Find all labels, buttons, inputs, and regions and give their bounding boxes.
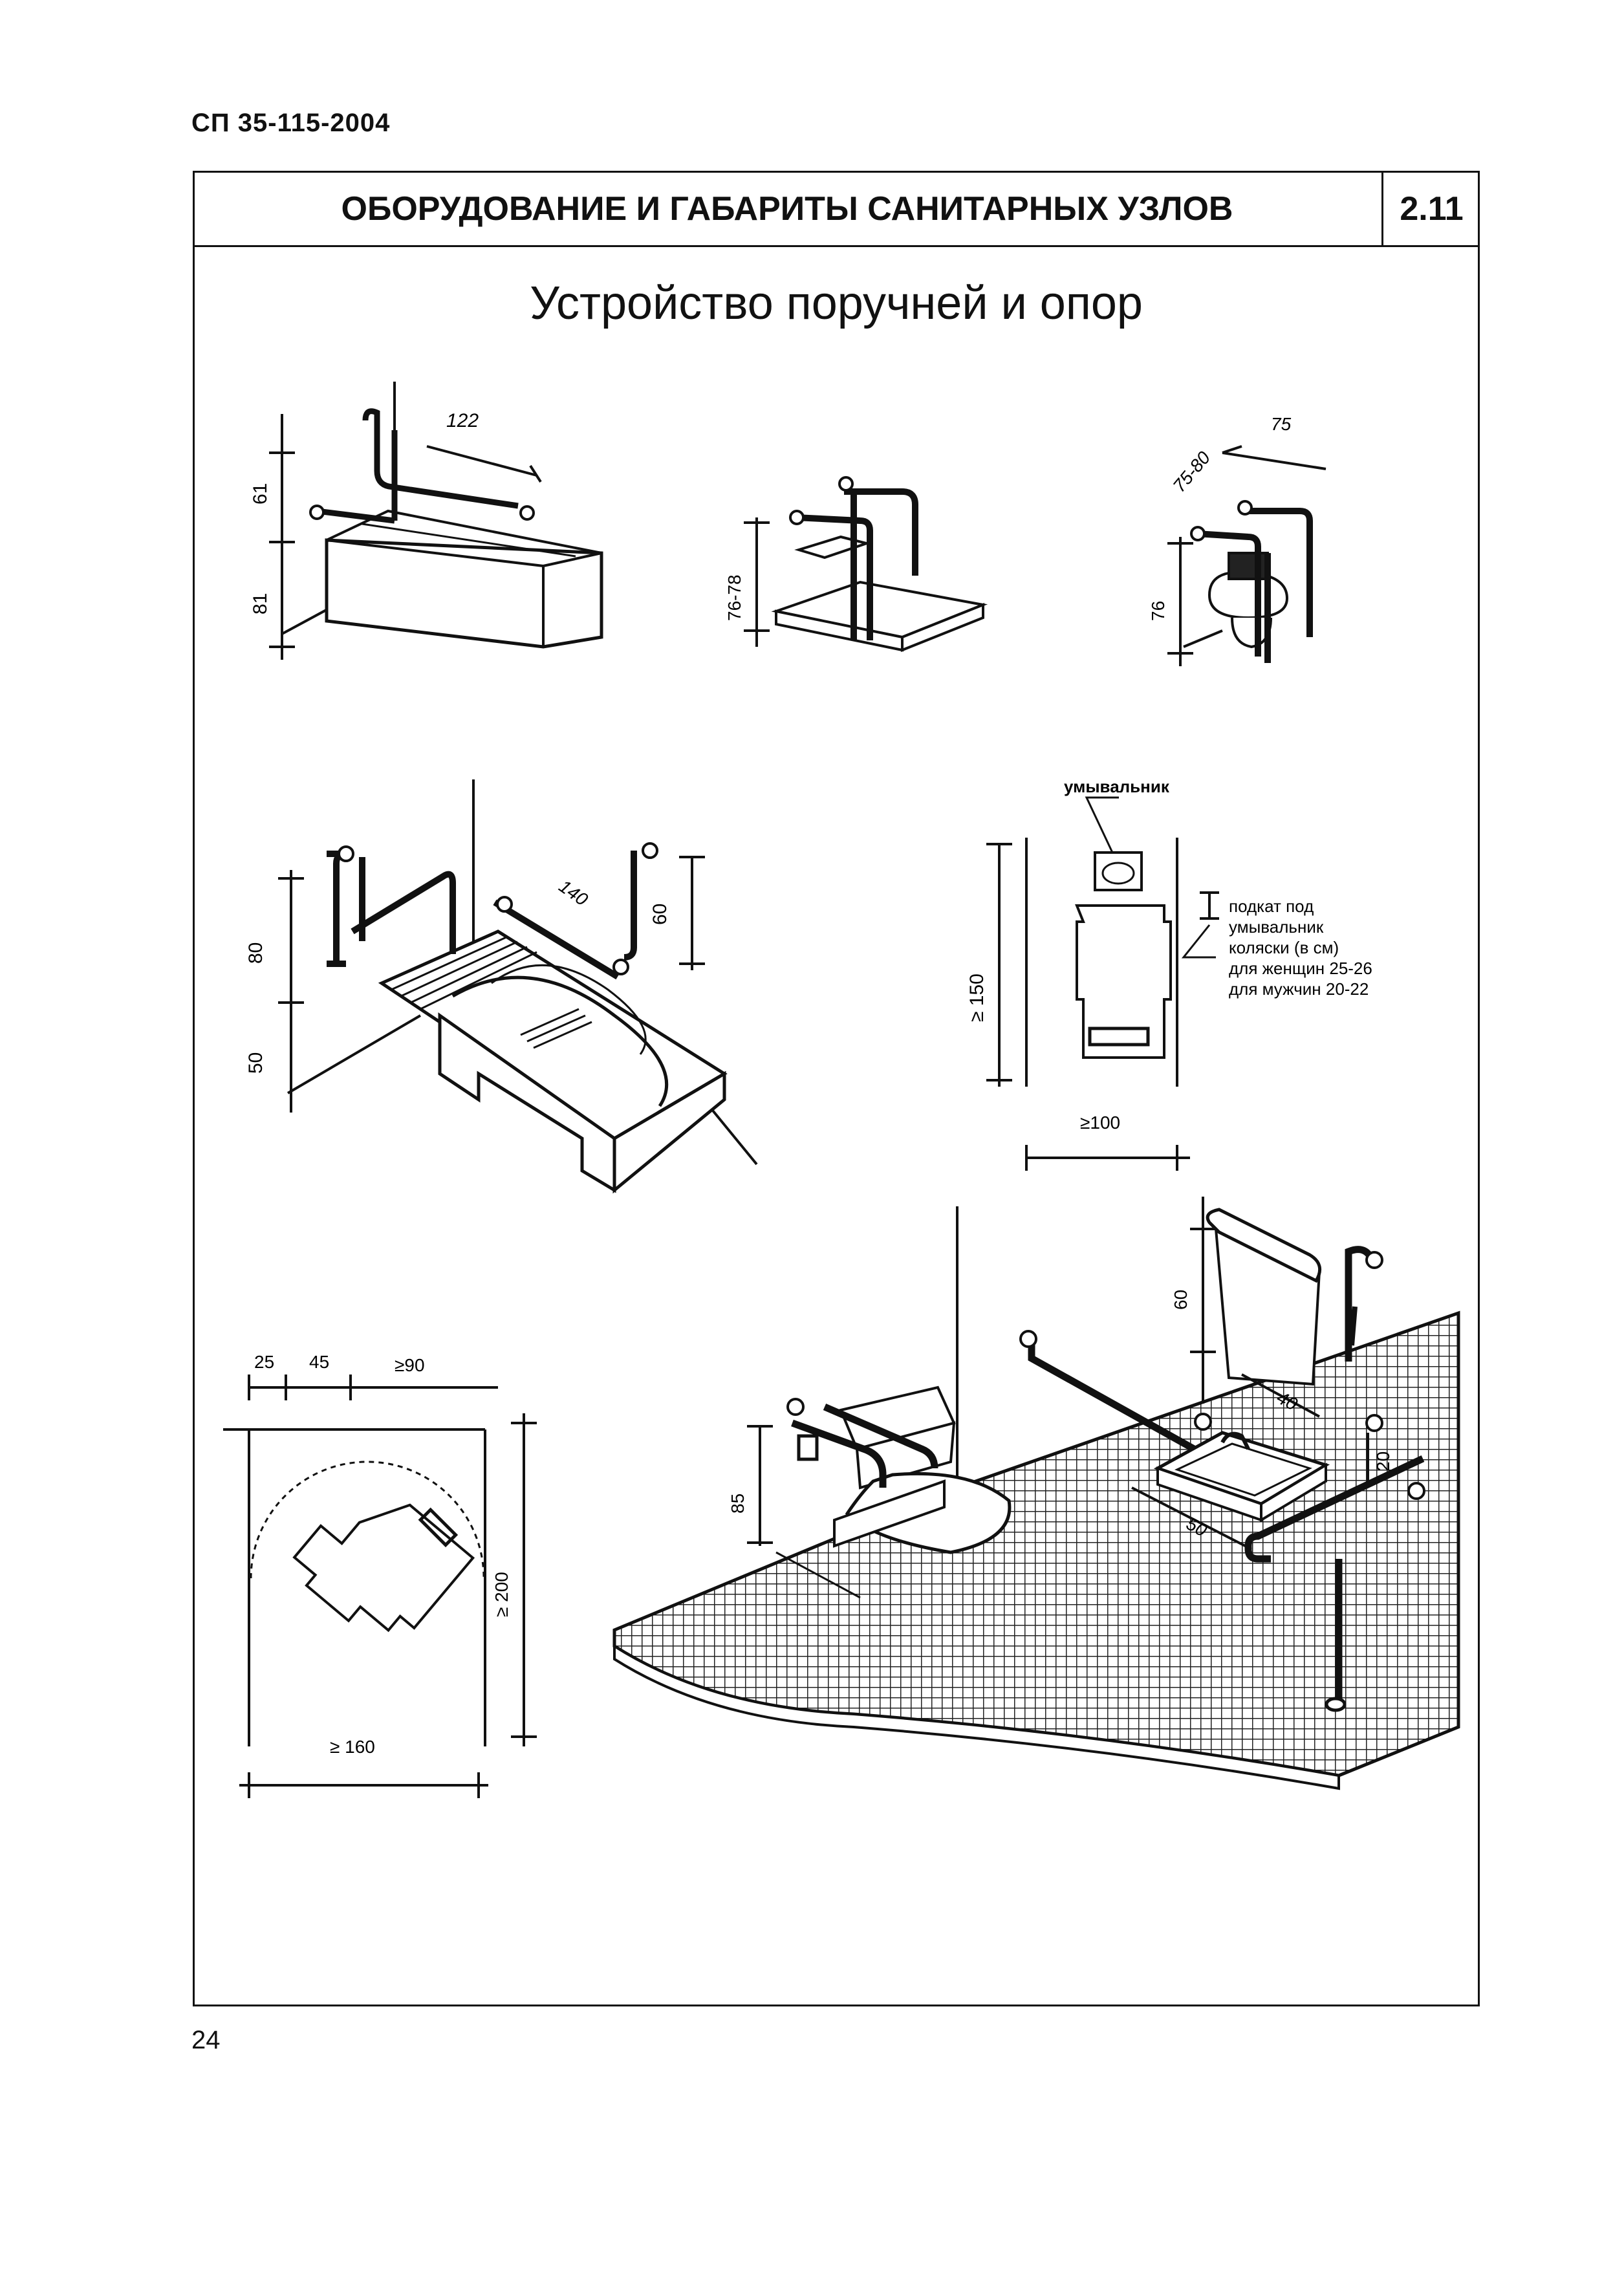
toilet-width-label: 75 xyxy=(1271,414,1292,434)
washbasin-label: умывальник xyxy=(1064,777,1170,796)
toilet-height-label: 76 xyxy=(1148,601,1168,621)
toilet-bar-height-label: 85 xyxy=(728,1494,748,1514)
svg-text:для мужчин 20-22: для мужчин 20-22 xyxy=(1229,979,1369,999)
svg-text:25: 25 xyxy=(254,1352,274,1372)
svg-text:подкат под: подкат под xyxy=(1229,896,1314,916)
bath-height-top-label: 61 xyxy=(250,483,271,505)
bath-height-bottom-label: 81 xyxy=(250,593,271,614)
toilet-diag-label: 75-80 xyxy=(1169,448,1215,496)
mirror-height-label: 60 xyxy=(1171,1290,1191,1310)
svg-text:умывальник: умывальник xyxy=(1229,917,1324,937)
shower-height-label: 76-78 xyxy=(724,574,744,621)
sink-gap-label: 20 xyxy=(1373,1451,1393,1472)
svg-text:45: 45 xyxy=(309,1352,329,1372)
turning-top-dims: 25 45 ≥90 xyxy=(254,1352,425,1375)
figure-bath-grab-bars xyxy=(269,382,603,660)
bath-length-label: 122 xyxy=(446,410,479,431)
figure-bath-seat xyxy=(278,779,758,1194)
svg-text:≥90: ≥90 xyxy=(395,1355,425,1375)
bath-seat-lower-label: 50 xyxy=(245,1052,266,1074)
bath-seat-length-label: 140 xyxy=(556,876,592,909)
page-number: 24 xyxy=(191,2026,221,2054)
document-code: СП 35-115-2004 xyxy=(191,109,391,137)
rollunder-note: подкат под умывальник коляски (в см) для… xyxy=(1229,896,1372,999)
sheet-number: 2.11 xyxy=(1381,171,1480,247)
figure-plan-turning xyxy=(223,1375,537,1798)
plan-length-label: ≥ 150 xyxy=(966,973,988,1022)
svg-text:для женщин 25-26: для женщин 25-26 xyxy=(1229,959,1372,978)
sheet-title: ОБОРУДОВАНИЕ И ГАБАРИТЫ САНИТАРНЫХ УЗЛОВ xyxy=(341,190,1233,228)
sheet-frame xyxy=(193,171,1480,2006)
plan-width-label: ≥100 xyxy=(1080,1113,1120,1133)
figure-toilet-room xyxy=(612,1197,1460,1790)
svg-text:коляски (в см): коляски (в см) xyxy=(1229,938,1339,957)
turning-depth-label: ≥ 200 xyxy=(492,1572,512,1617)
figure-shower-grab-bars xyxy=(744,476,988,652)
bath-seat-height-label: 60 xyxy=(649,904,671,925)
figure-toilet-supports xyxy=(1167,445,1326,666)
figure-plan-washbasin xyxy=(986,796,1219,1171)
page-subtitle: Устройство поручней и опор xyxy=(530,277,1143,329)
turning-width-label: ≥ 160 xyxy=(330,1737,375,1757)
title-row xyxy=(193,171,1480,247)
bath-seat-upper-label: 80 xyxy=(245,942,266,964)
